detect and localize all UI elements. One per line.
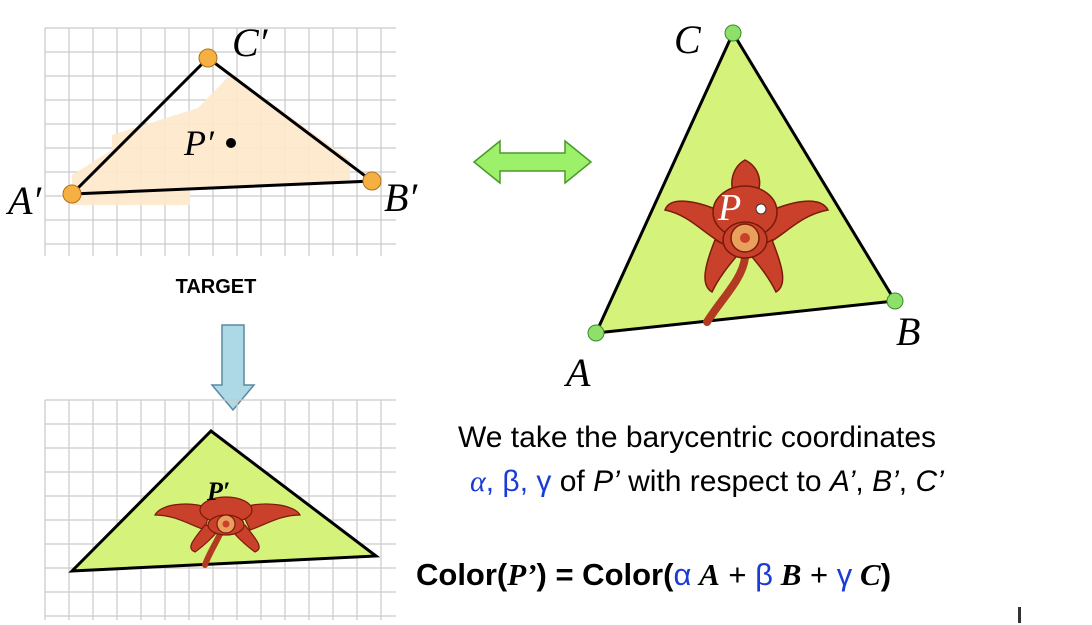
source-vertex-b <box>886 292 904 310</box>
target-caption: TARGET <box>176 276 257 298</box>
c-prime: C’ <box>915 465 945 498</box>
target-label-b: B′ <box>384 175 418 220</box>
formula-beta: β <box>755 557 773 592</box>
formula-p-prime: P’ <box>506 557 536 592</box>
of-text: of <box>551 465 593 498</box>
formula-alpha: α <box>673 557 691 592</box>
alpha-symbol: α <box>470 465 487 498</box>
source-vertex-c <box>724 24 742 42</box>
explanation-line-1: We take the barycentric coordinates <box>458 421 936 454</box>
b-prime: B’ <box>872 465 900 498</box>
comma: , <box>520 465 537 498</box>
explanation-line-2: α, β, γ of P’ with respect to A’, B’, C’ <box>470 465 945 498</box>
gamma-symbol: γ <box>536 465 551 498</box>
formula-gamma: γ <box>837 557 853 592</box>
formula-plus: + <box>801 557 836 592</box>
comma: , <box>855 465 872 498</box>
formula-equals: ) = Color( <box>537 557 675 592</box>
target-panel: A′ B′ C′ P′ TARGET <box>5 20 418 298</box>
target-point-p <box>226 138 236 148</box>
source-panel: P A B C <box>563 17 920 395</box>
formula-b: B <box>773 557 801 592</box>
source-label-c: C <box>674 17 702 62</box>
double-arrow <box>472 139 593 185</box>
color-formula: Color(P’) = Color(α A + β B + γ C) <box>416 557 891 592</box>
target-triangle <box>68 56 377 196</box>
source-point-p <box>755 203 767 215</box>
formula-lhs-start: Color( <box>416 557 508 592</box>
target-vertex-b <box>362 171 382 191</box>
a-prime: A’ <box>828 465 857 498</box>
comma: , <box>486 465 503 498</box>
cursor-mark <box>1018 607 1021 623</box>
formula-a: A <box>691 557 719 592</box>
target-pixel-shading <box>72 75 350 205</box>
target-vertex-a <box>62 184 82 204</box>
target-label-a: A′ <box>5 178 42 223</box>
down-arrow <box>210 324 256 412</box>
result-label-p: P′ <box>206 477 230 506</box>
result-flower-image <box>154 496 301 568</box>
target-label-p: P′ <box>183 123 215 163</box>
result-panel: P′ <box>44 399 396 620</box>
comma: , <box>899 465 916 498</box>
target-label-c: C′ <box>232 20 269 65</box>
source-label-p: P <box>717 187 741 229</box>
formula-c: C <box>852 557 881 592</box>
formula-plus: + <box>720 557 755 592</box>
source-label-b: B <box>896 309 920 354</box>
beta-symbol: β <box>502 465 519 498</box>
respect-text: with respect to <box>620 465 830 498</box>
source-vertex-a <box>587 324 605 342</box>
formula-close: ) <box>881 557 891 592</box>
flower-image <box>664 159 830 326</box>
target-vertex-c <box>198 48 218 68</box>
source-label-a: A <box>563 350 591 395</box>
p-prime: P’ <box>593 465 621 498</box>
